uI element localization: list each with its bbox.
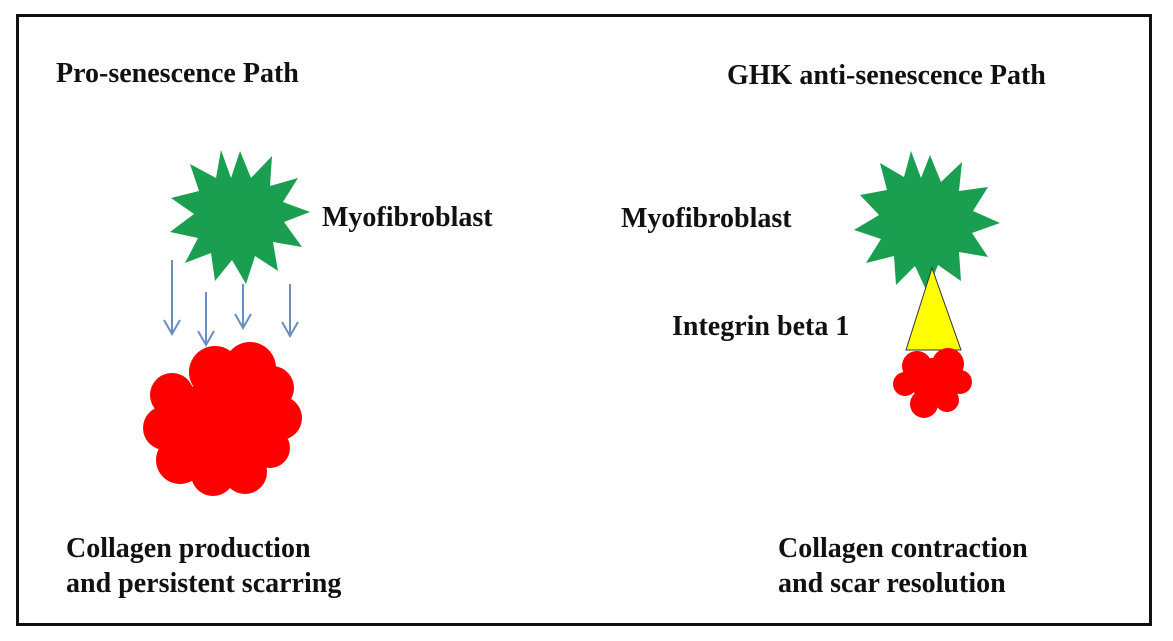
right-collagen-blob-icon <box>893 348 972 418</box>
left-secretion-arrows <box>163 260 299 348</box>
left-myofibroblast-label: Myofibroblast <box>322 202 493 233</box>
left-myofibroblast-starburst-icon <box>170 150 310 284</box>
right-caption-line2: and scar resolution <box>778 568 1006 599</box>
right-myofibroblast-starburst-icon <box>854 151 1000 292</box>
arrow-down-icon <box>197 292 215 348</box>
right-panel-title: GHK anti-senescence Path <box>727 60 1046 91</box>
right-caption-line1: Collagen contraction <box>778 533 1028 564</box>
integrin-beta-1-triangle-icon <box>905 266 962 351</box>
left-panel-title: Pro-senescence Path <box>56 58 299 89</box>
arrow-down-icon <box>234 284 252 331</box>
integrin-beta-1-label: Integrin beta 1 <box>672 311 850 342</box>
left-caption-line2: and persistent scarring <box>66 568 342 599</box>
right-myofibroblast-label: Myofibroblast <box>621 203 792 234</box>
left-caption-line1: Collagen production <box>66 533 311 564</box>
arrow-down-icon <box>281 284 299 339</box>
arrow-down-icon <box>163 260 181 337</box>
left-collagen-blob-icon <box>143 342 302 496</box>
